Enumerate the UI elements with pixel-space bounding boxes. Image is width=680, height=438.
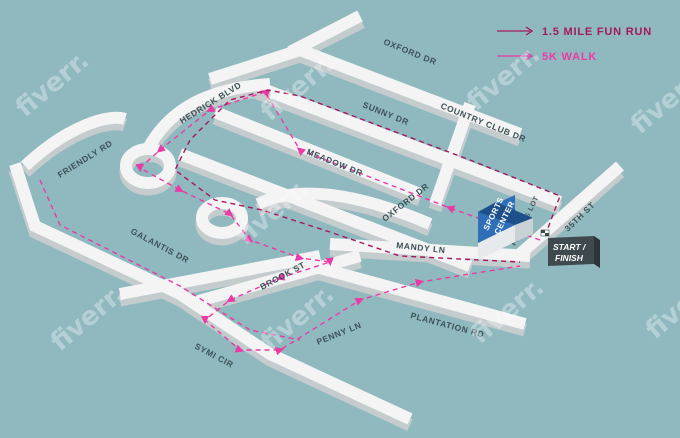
legend-fun-run-label: 1.5 MILE FUN RUN xyxy=(542,26,652,38)
legend-walk: 5K WALK xyxy=(497,51,597,63)
start-finish-line2: FINISH xyxy=(555,253,584,263)
arrow-right-icon xyxy=(525,51,534,61)
start-finish-line1: START / xyxy=(553,242,587,252)
watermark-logo: fiverr. xyxy=(461,39,546,117)
start-finish-marker: START / FINISH xyxy=(540,229,600,268)
legend: 1.5 MILE FUN RUN 5K WALK xyxy=(497,26,652,63)
watermark-logo: fiverr. xyxy=(640,267,680,345)
watermark-logo: fiverr. xyxy=(45,279,130,357)
legend-fun-run: 1.5 MILE FUN RUN xyxy=(497,26,652,38)
label-galantis-dr: GALANTIS DR xyxy=(129,226,191,265)
legend-walk-label: 5K WALK xyxy=(542,51,597,63)
route-fun-run xyxy=(174,89,561,263)
label-symi-cir: SYMI CIR xyxy=(193,341,235,370)
label-oxford-dr: OXFORD DR xyxy=(382,37,438,67)
watermark-logo: fiverr. xyxy=(10,45,95,123)
watermark-logo: fiverr. xyxy=(625,62,680,140)
route-walk xyxy=(39,89,541,356)
arrow-right-icon xyxy=(525,26,534,36)
